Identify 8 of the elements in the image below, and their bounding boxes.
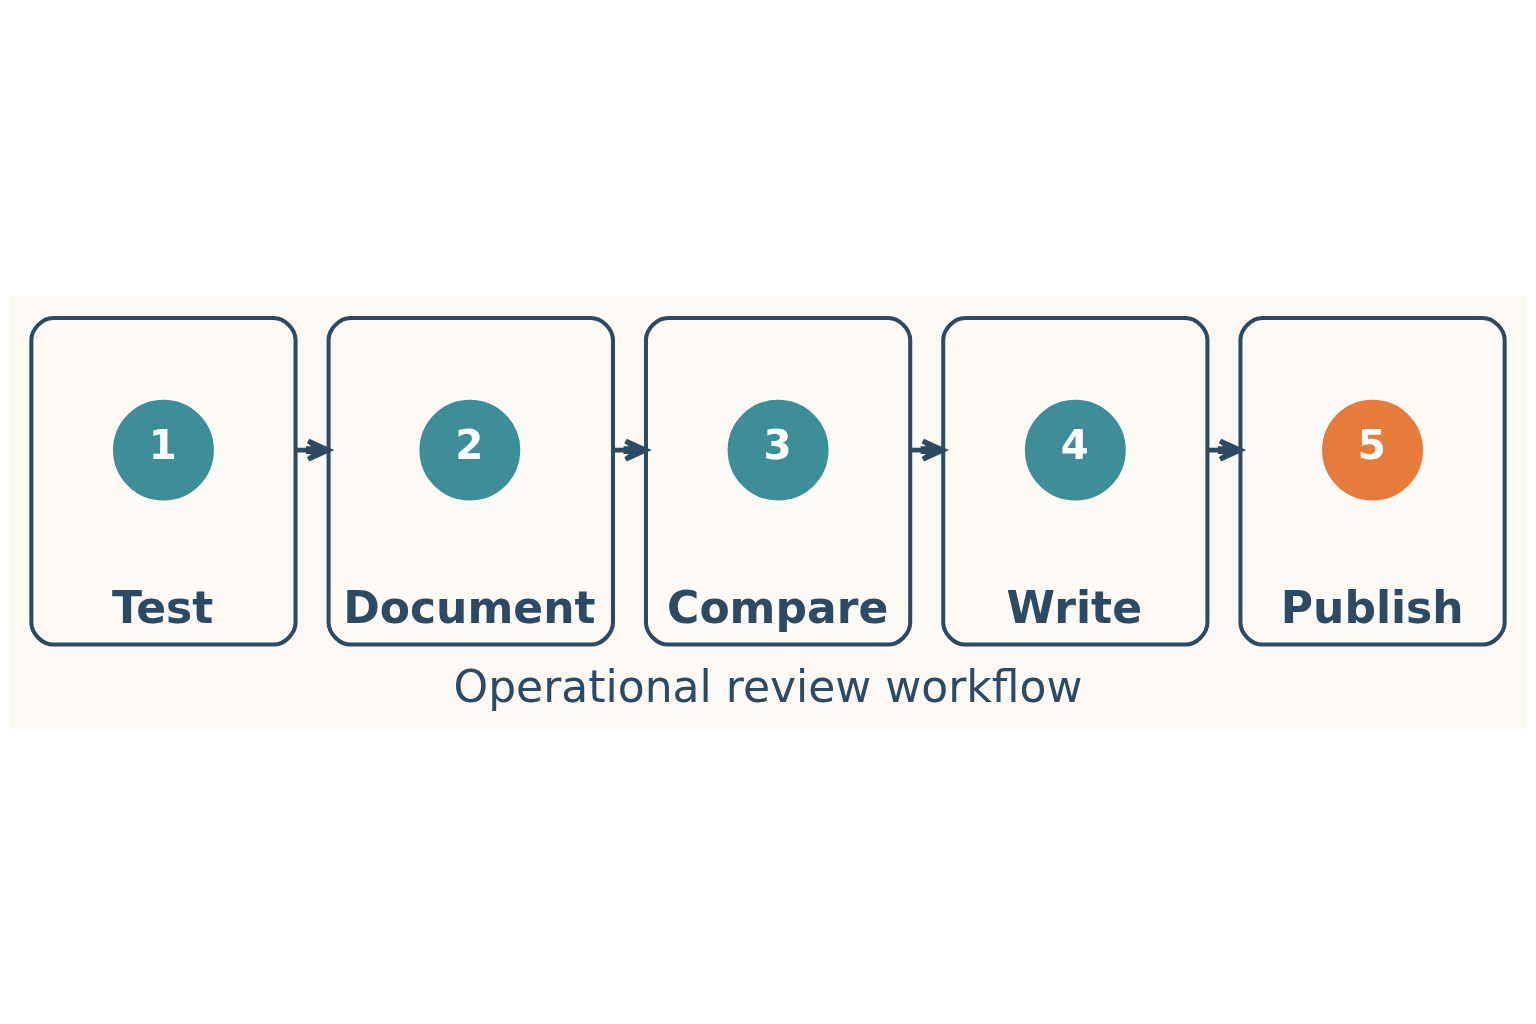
node-circle: 4 xyxy=(1024,399,1126,501)
node-circle: 3 xyxy=(727,399,829,501)
node-circle: 2 xyxy=(419,399,521,501)
caption: Operational review workflow xyxy=(453,660,1083,712)
node-circle: 1 xyxy=(113,399,214,501)
arrow xyxy=(1207,438,1243,462)
arrow xyxy=(910,438,946,462)
node-circle: 5 xyxy=(1322,399,1423,501)
